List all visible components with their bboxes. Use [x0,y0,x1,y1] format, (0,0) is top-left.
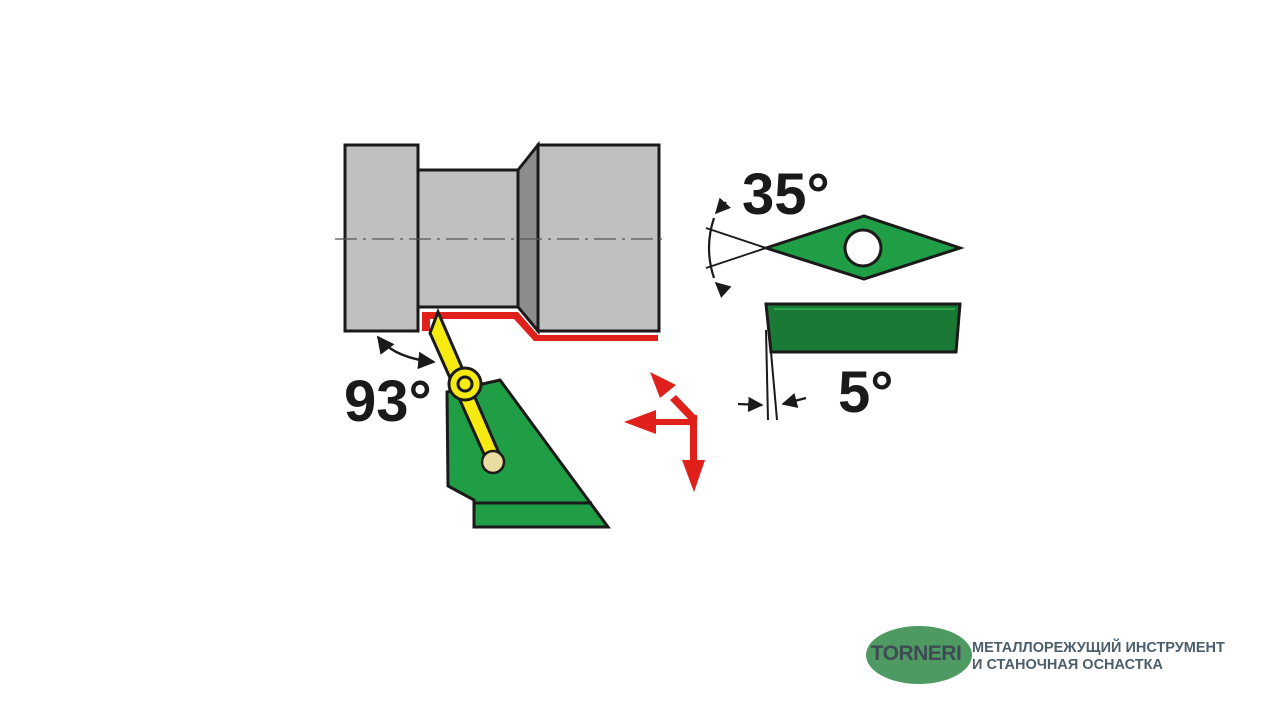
insert-side-view [737,302,962,421]
clearance-angle-label: 5° [838,360,893,425]
tip-angle-arc [707,217,716,279]
approach-angle-label: 93° [344,369,432,434]
workpiece [335,140,668,341]
holder-body [445,378,611,529]
clamp-screw [480,449,506,475]
insert-side-profile [764,302,962,354]
insert-center-hole [843,228,883,268]
tip-angle-label: 35° [742,162,830,227]
logo-brand-name: TORNERI [870,642,962,665]
logo-tagline-line2: И СТАНОЧНАЯ ОСНАСТКА [972,657,1163,673]
clearance-angle-arrow-left [737,396,764,413]
insert-top-view [705,197,965,298]
torneri-logo: TORNERI МЕТАЛЛОРЕЖУЩИЙ ИНСТРУМЕНТ И СТАН… [862,624,1262,688]
workpiece-right-body [536,143,661,333]
workpiece-chamfer [516,140,540,336]
workpiece-left-shoulder [343,143,420,333]
tool-holder [428,308,611,529]
logo-oval [866,626,972,684]
approach-angle-arc [376,335,436,370]
feed-direction-arrows [624,372,705,492]
logo-tagline-line1: МЕТАЛЛОРЕЖУЩИЙ ИНСТРУМЕНТ [972,640,1225,656]
clearance-angle-arrow-right [781,393,807,408]
machined-surface [422,312,658,341]
